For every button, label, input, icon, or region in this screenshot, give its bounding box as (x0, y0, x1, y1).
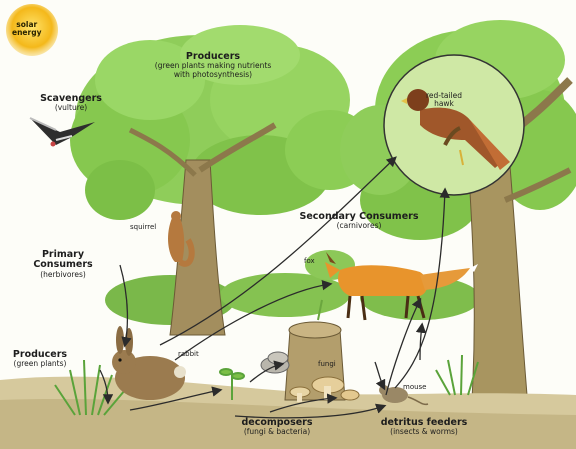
hawk-label-line2: hawk (414, 100, 474, 108)
decomposers-label: decomposers (fungi & bacteria) (222, 418, 332, 437)
fungi-label: fungi (318, 361, 336, 369)
detritus-feeders-label: detritus feeders (insects & worms) (364, 418, 484, 437)
hawk-label: red-tailed hawk (414, 92, 474, 109)
solar-label-line2: energy (12, 28, 41, 37)
rabbit-label: rabbit (178, 351, 199, 359)
grass-tuft-right (436, 355, 478, 395)
fox-label: fox (304, 258, 315, 266)
secondary-sub: (carnivores) (284, 222, 434, 230)
producers-top-sub2: with photosynthesis) (138, 71, 288, 79)
decomposers-sub: (fungi & bacteria) (222, 428, 332, 436)
squirrel-label: squirrel (130, 224, 156, 232)
producers-top-label: Producers (green plants making nutrients… (138, 52, 288, 79)
producers-bottom-sub: (green plants) (6, 360, 74, 368)
primary-sub: (herbivores) (18, 271, 108, 279)
solar-energy-label: solar energy (12, 21, 41, 38)
primary-consumers-label: Primary Consumers (herbivores) (18, 250, 108, 279)
mouse-label: mouse (403, 384, 427, 392)
detritus-sub: (insects & worms) (364, 428, 484, 436)
producers-bottom-label: Producers (green plants) (6, 350, 74, 369)
scavengers-label: Scavengers (vulture) (30, 94, 112, 113)
hawk-inset (384, 55, 524, 195)
scavengers-sub: (vulture) (30, 104, 112, 112)
secondary-consumers-label: Secondary Consumers (carnivores) (284, 212, 434, 231)
